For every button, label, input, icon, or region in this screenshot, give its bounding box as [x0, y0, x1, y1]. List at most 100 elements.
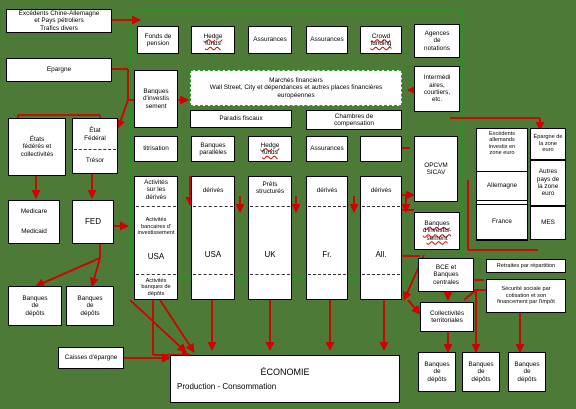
box-securite-sociale: Sécurité sociale par cotisation et son f… [486, 279, 566, 313]
box-titrisation: titrisation [134, 136, 178, 162]
box-fr-column: dérivés Fr. [306, 176, 348, 300]
box-derives-3-label: dérivés [370, 187, 392, 194]
box-fonds-pension: Fonds de pension [137, 26, 179, 54]
box-marches-financiers: Marchés financiers Wall Street, City et … [190, 70, 402, 106]
box-hedge-funds-top-label: Hedge funds [203, 32, 223, 47]
box-marches-financiers-label: Marchés financiers Wall Street, City et … [209, 76, 383, 99]
box-excedents: Excédents Chine-Allemagne et Pays pétrol… [6, 9, 112, 33]
box-fr-label: Fr. [322, 249, 332, 259]
usa2-col-divider-2 [193, 274, 233, 275]
box-activites-bancaires-inv-label: Activités bancaires d' investissement [137, 217, 175, 236]
box-banques-paralleles: Banques parallèles [191, 136, 235, 162]
uk-col-divider-1 [250, 206, 290, 207]
box-autres-pays: Autres pays de la zone euro [530, 160, 566, 206]
box-epargne-zone-euro: Épargne de la zone euro [530, 128, 566, 160]
fr-col-divider-2 [308, 274, 346, 275]
box-etats-federes: États fédérés et collectivités [8, 118, 66, 176]
box-banques-investissement: Banques d'investis sement [134, 70, 178, 128]
box-assurances-2-label: Assurances [310, 36, 344, 44]
box-epargne: Epargne [6, 58, 112, 82]
box-banques-depots-1-label: Banques de dépôts [22, 294, 48, 317]
box-banques-depots-4-label: Banques de dépôts [468, 360, 494, 383]
box-paradis-fiscaux: Paradis fiscaux [190, 110, 292, 128]
box-assurances-3: Assurances [306, 136, 348, 162]
box-autres-pays-label: Autres pays de la zone euro [536, 168, 560, 198]
box-banques-depots-4: Banques de dépôts [462, 352, 500, 392]
box-intermediaires: Intermédi aires, courtiers, etc. [414, 66, 460, 112]
box-caisses-epargne: Caisses d'épargne [58, 347, 124, 369]
box-fed-label: FED [85, 217, 101, 227]
box-uk-column: Prêts structurés UK [248, 176, 292, 300]
box-etat-federal: État Fédéral Trésor [72, 118, 118, 174]
box-banques-depots-5: Banques de dépôts [508, 352, 546, 392]
box-banques-depots-5-label: Banques de dépôts [514, 360, 540, 383]
box-retraites: Retraites par répartition [486, 259, 566, 273]
box-opcvm-label: OPCVM SICAV [424, 161, 448, 176]
box-uk-label: UK [264, 249, 276, 259]
box-medicare-medicaid: Medicare Medicaid [8, 200, 60, 244]
box-etat-federal-label: État Fédéral [84, 127, 106, 142]
box-banques-depots-3-label: Banques de dépôts [424, 360, 450, 383]
box-activites-banques-depots-label: Activités banques de dépôts [141, 277, 171, 297]
box-assurances-2: Assurances [306, 26, 348, 54]
box-bce: BCE et Banques centrales [418, 258, 474, 292]
box-mes: MES [530, 206, 566, 240]
box-banques-depots-1: Banques de dépôts [8, 286, 62, 326]
box-epargne-zone-euro-label: Épargne de la zone euro [533, 134, 563, 154]
box-derives-2-label: dérivés [316, 187, 338, 194]
box-collectivites-label: Collectivités territoriales [429, 309, 465, 324]
box-derives-1-label: dérivés [202, 187, 224, 194]
box-agences-notation: Agences de notations [414, 24, 460, 58]
box-agences-notation-label: Agences de notations [424, 29, 450, 52]
box-excedents-label: Excédents Chine-Allemagne et Pays pétrol… [18, 9, 100, 32]
box-banques-depots-2-label: Banques de dépôts [77, 294, 103, 317]
all-col-divider-1 [362, 206, 400, 207]
box-activites-derives-label: Activités sur les dérivés [144, 179, 168, 201]
box-bce-label: BCE et Banques centrales [433, 263, 459, 286]
box-allemagne: Allemagne [476, 171, 528, 201]
all-col-divider-2 [362, 274, 400, 275]
box-tresor-label: Trésor [85, 157, 105, 165]
box-hedge-funds-top: Hedge funds [191, 26, 235, 54]
box-banques-investissement-label: Banques d'investis sement [142, 87, 170, 110]
box-intermediaires-label: Intermédi aires, courtiers, etc. [423, 74, 451, 104]
box-all-column: dérivés All. [360, 176, 402, 300]
box-caisses-epargne-label: Caisses d'épargne [64, 354, 118, 362]
box-usa-1-label: USA [147, 252, 165, 262]
box-prets-structures-label: Prêts structurés [255, 181, 285, 196]
box-excedents-allemands-label: Excédents allemands investis en zone eur… [488, 131, 516, 157]
box-paradis-fiscaux-label: Paradis fiscaux [219, 115, 263, 123]
box-fed: FED [72, 200, 114, 244]
box-hedge-funds-mid: Hedge funds [248, 136, 292, 162]
box-banques-depots-2: Banques de dépôts [66, 286, 114, 326]
box-france-label: France [492, 218, 512, 226]
box-economie-title: ÉCONOMIE [260, 367, 310, 378]
box-all-label: All. [375, 249, 387, 259]
box-titrisation-label: titrisation [143, 145, 169, 153]
box-medicaid-label: Medicaid [21, 228, 47, 236]
box-opcvm: OPCVM SICAV [414, 136, 458, 202]
box-fonds-pension-label: Fonds de pension [144, 32, 172, 47]
box-chambres-compensation: Chambres de compensation [306, 110, 402, 130]
fr-col-divider-1 [308, 206, 346, 207]
box-allemagne-label: Allemagne [486, 182, 518, 190]
box-banques-investissement-2-label: Banques d'investis- sement [422, 219, 452, 242]
box-usa-2-label: USA [204, 249, 222, 259]
box-empty [360, 136, 402, 162]
box-assurances-3-label: Assurances [310, 145, 344, 153]
usa2-col-divider-1 [193, 206, 233, 207]
box-hedge-funds-mid-label: Hedge funds [260, 141, 280, 156]
box-mes-label: MES [541, 219, 555, 227]
etat-federal-divider [74, 149, 116, 150]
box-etats-federes-label: États fédérés et collectivités [20, 135, 54, 158]
box-france: France [476, 204, 528, 240]
box-economie: ÉCONOMIE Production - Consommation [170, 355, 400, 403]
financial-system-frame [130, 10, 463, 280]
uk-col-divider-2 [250, 274, 290, 275]
box-assurances-1: Assurances [248, 26, 292, 54]
box-crowd-funding-label: Crowd funding [370, 32, 392, 47]
box-securite-sociale-label: Sécurité sociale par cotisation et son f… [497, 286, 555, 306]
box-economie-subtitle: Production - Consommation [177, 381, 277, 391]
box-retraites-label: Retraites par répartition [496, 262, 556, 269]
box-epargne-label: Epargne [46, 66, 72, 74]
